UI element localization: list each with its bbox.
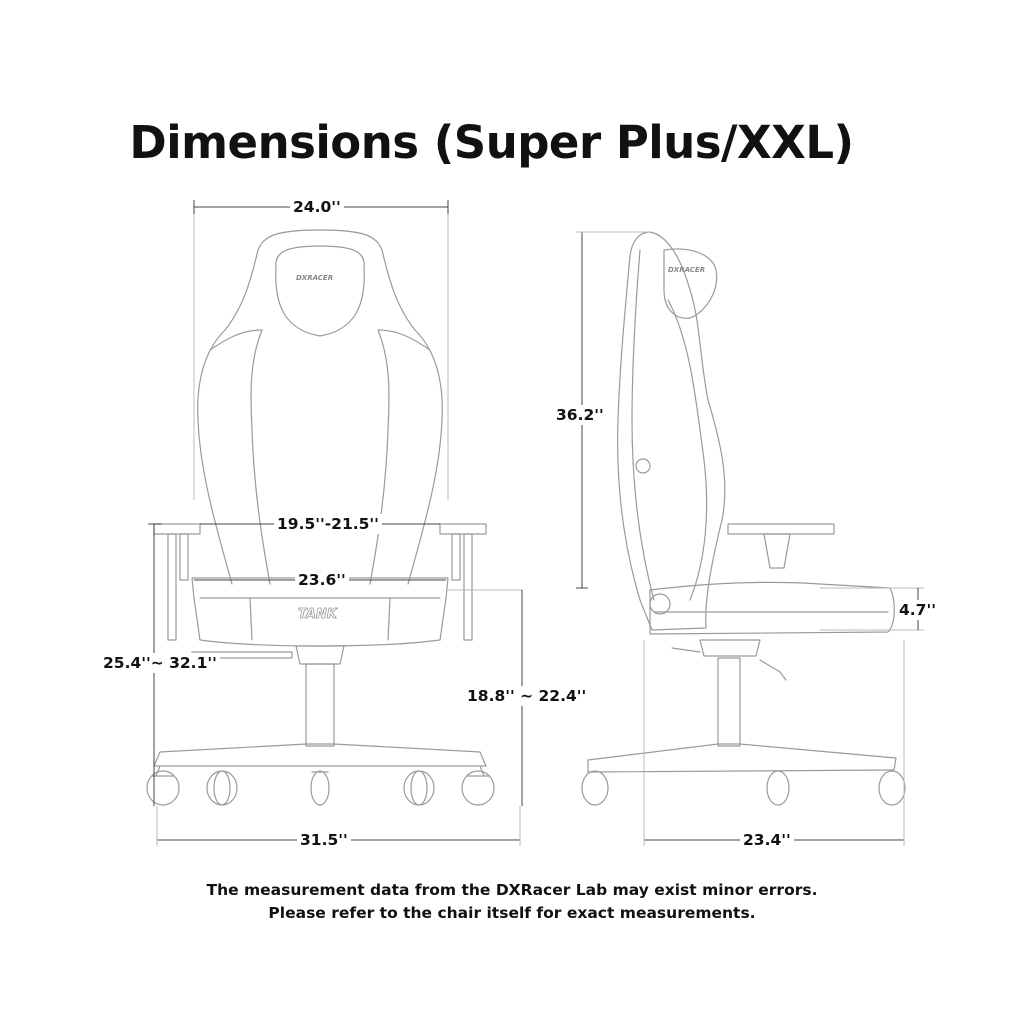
front-headrest-logo: DXRACER	[296, 274, 333, 282]
front-headrest	[275, 245, 365, 337]
footnote-line-2: Please refer to the chair itself for exa…	[268, 904, 756, 922]
side-mechanism	[699, 639, 761, 657]
front-gas-lift	[305, 663, 335, 747]
front-backrest-inner	[250, 329, 271, 585]
front-casters	[146, 770, 495, 806]
front-mechanism	[295, 645, 345, 665]
label-seat-width: 23.6''	[295, 570, 349, 590]
label-armrest-spacing: 19.5''-21.5''	[274, 514, 382, 534]
front-base	[153, 743, 487, 767]
side-view-chair	[581, 231, 906, 806]
label-overall-width: 24.0''	[290, 197, 344, 217]
side-tilt-knob	[649, 593, 671, 615]
label-backrest-height: 36.2''	[553, 405, 607, 425]
dimension-lines	[148, 200, 924, 846]
side-lever	[671, 647, 787, 681]
front-armrest-right	[439, 523, 487, 535]
side-armrest	[727, 523, 835, 535]
side-base	[587, 743, 897, 773]
side-headrest	[663, 248, 718, 319]
label-seat-thickness: 4.7''	[896, 600, 939, 620]
side-gas-lift	[717, 657, 741, 747]
label-base-width: 31.5''	[297, 830, 351, 850]
side-seat	[649, 581, 895, 635]
label-base-depth: 23.4''	[740, 830, 794, 850]
front-armrest-left	[153, 523, 201, 535]
side-backrest-outline	[617, 231, 726, 631]
page-title: Dimensions (Super Plus/XXL)	[129, 116, 854, 169]
front-backrest-outline	[197, 229, 443, 585]
side-headrest-logo: DXRACER	[668, 266, 705, 274]
side-casters	[581, 770, 906, 806]
footnote-line-1: The measurement data from the DXRacer La…	[206, 881, 818, 899]
label-armrest-height: 25.4''~ 32.1''	[100, 653, 220, 673]
front-seat-badge: TANK	[298, 607, 338, 622]
label-seat-height: 18.8'' ~ 22.4''	[464, 686, 590, 706]
